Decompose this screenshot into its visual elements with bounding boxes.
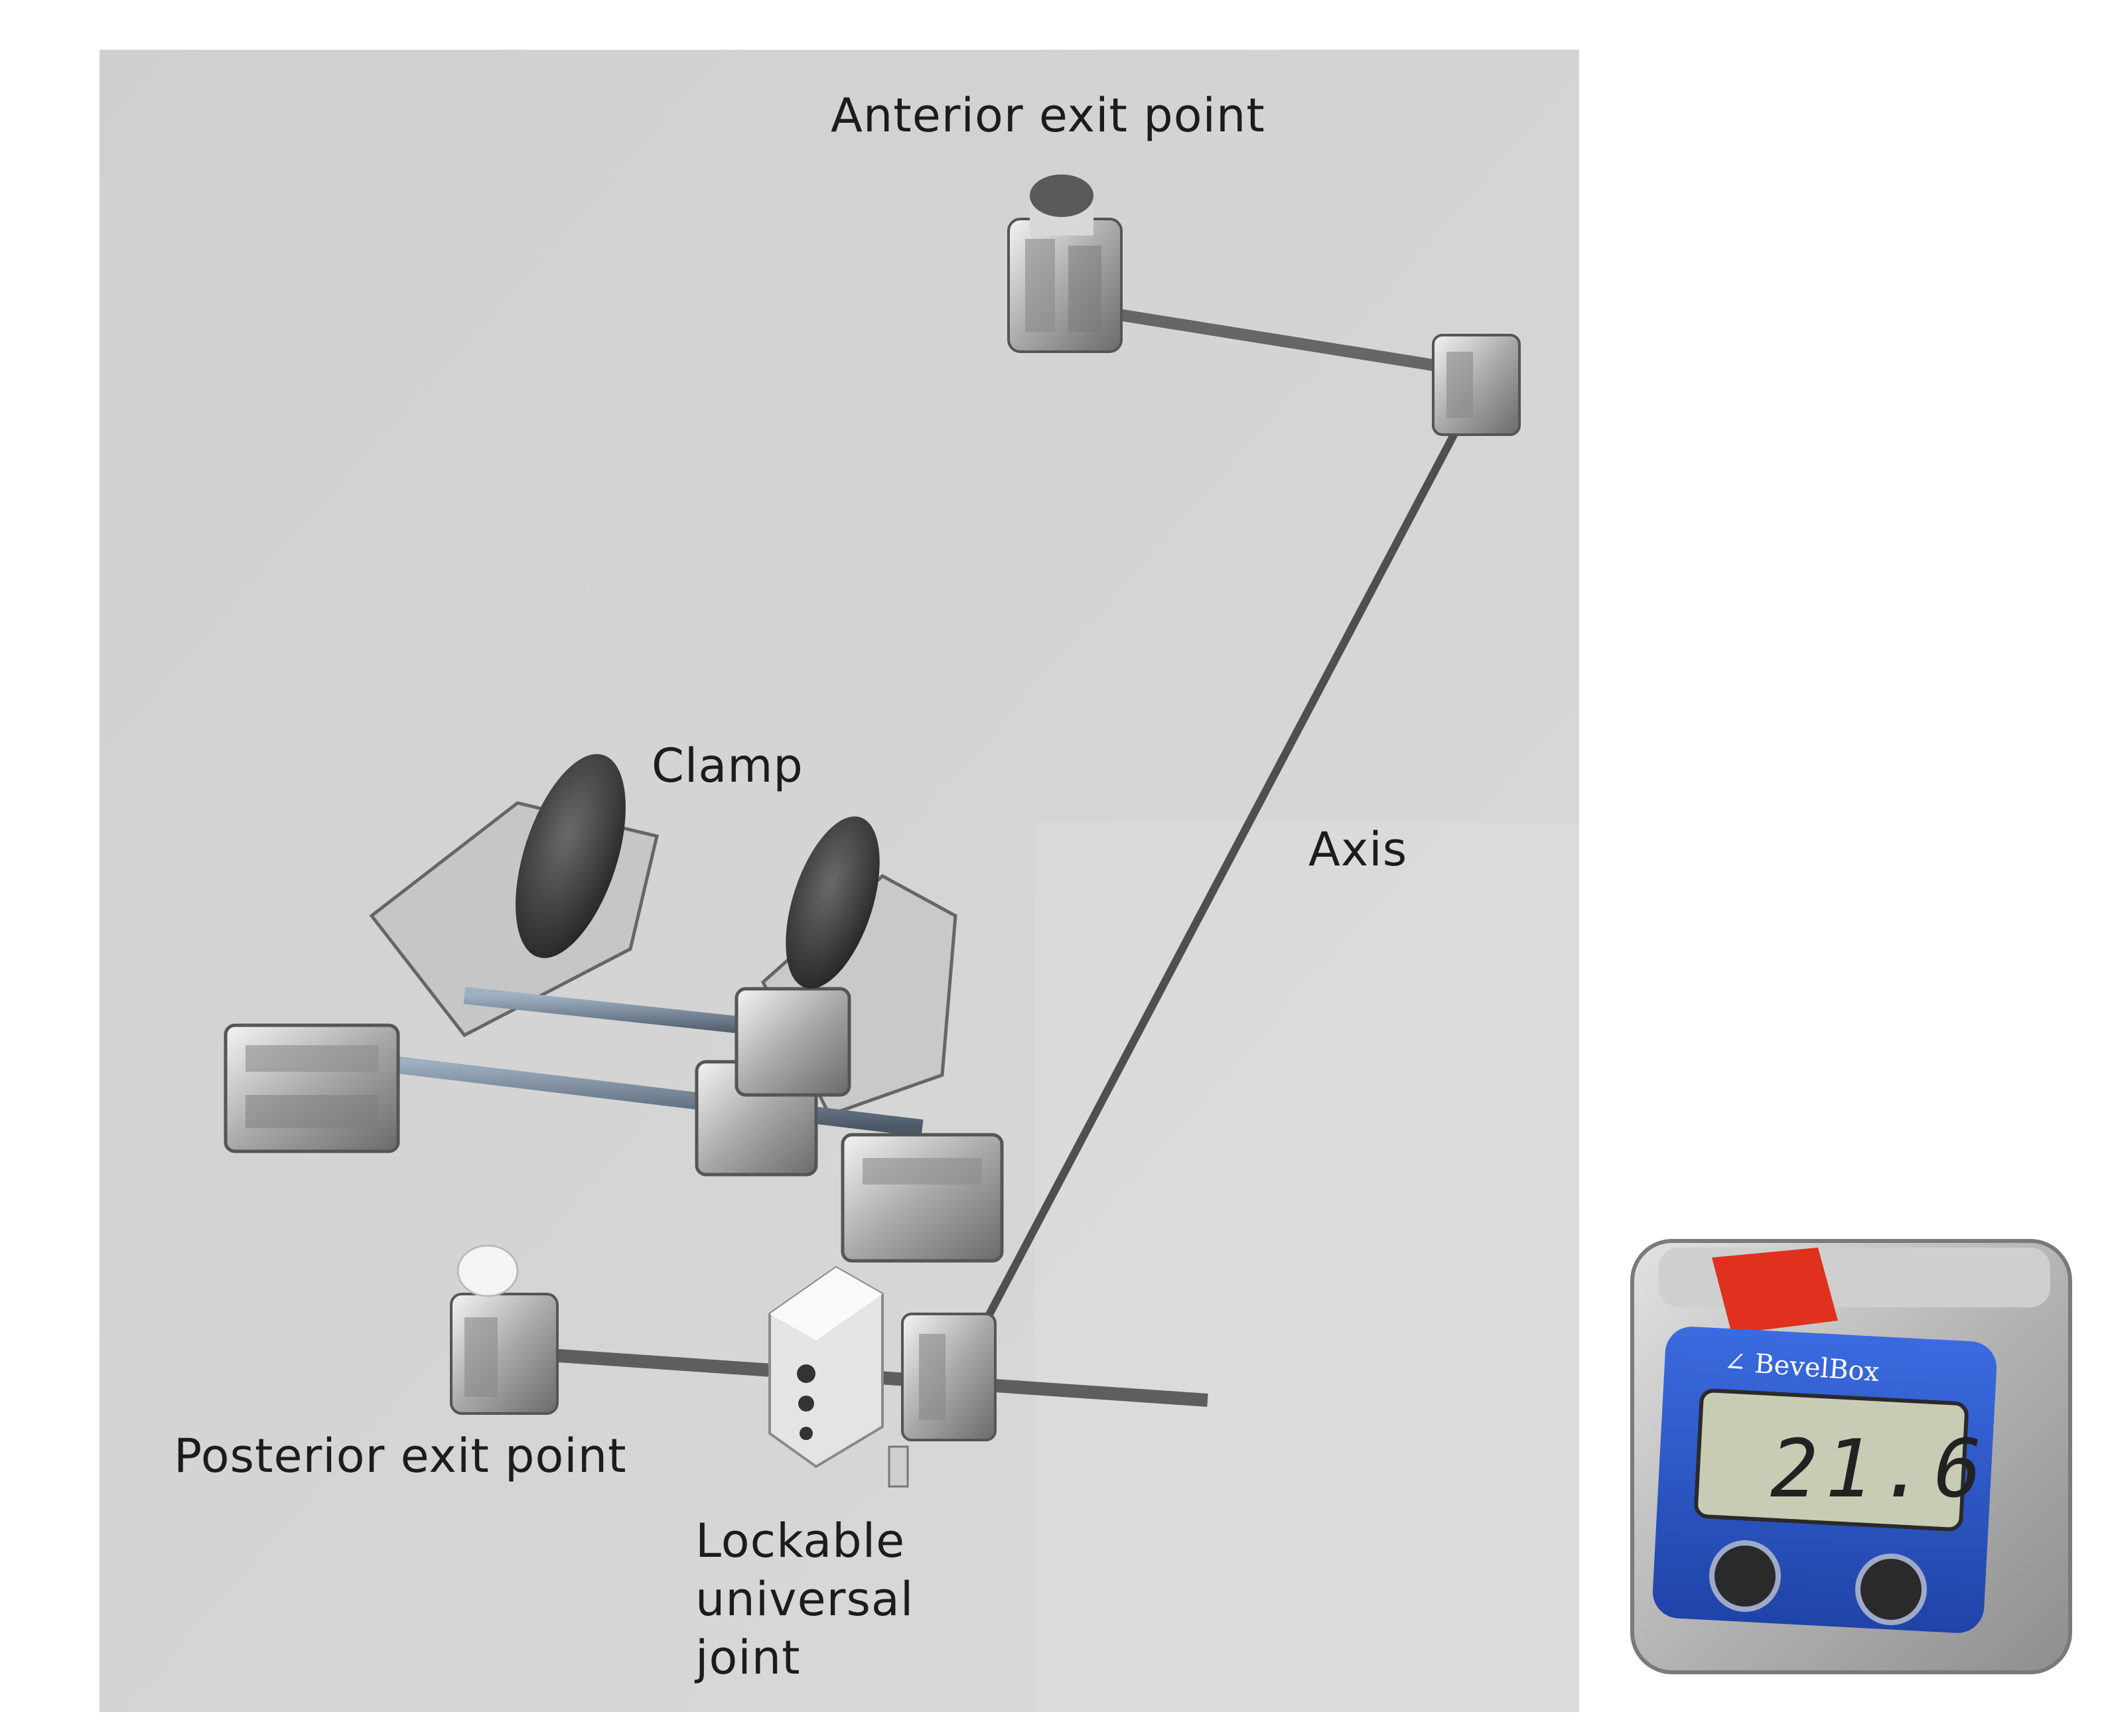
button-left [1709, 1540, 1781, 1612]
clamp-disk-left [516, 754, 626, 958]
label-joint-line-2: universal [695, 1572, 914, 1627]
axis-top-connector [1432, 334, 1521, 436]
posterior-exit-block [450, 1244, 559, 1415]
axis-bottom-connector [888, 1313, 997, 1488]
label-clamp: Clamp [652, 739, 804, 793]
label-joint-line-1: Lockable [695, 1514, 906, 1568]
label-joint-line-3: joint [695, 1630, 801, 1685]
posterior-exit-marker [456, 1244, 519, 1297]
clamp-rod-lower [370, 1053, 924, 1137]
axis-rod [968, 403, 1474, 1349]
label-posterior-exit-point: Posterior exit point [174, 1429, 627, 1483]
anterior-exit-block [1007, 175, 1123, 353]
clamp-assembly [224, 754, 1004, 1263]
lcd-screen [1694, 1388, 1969, 1532]
label-lockable-universal-joint: Lockable universal joint [695, 1512, 914, 1687]
anterior-rod [1100, 306, 1454, 374]
digital-inclinometer [1630, 1239, 2072, 1674]
button-right [1855, 1554, 1927, 1625]
clamp-disk-right [786, 816, 880, 989]
table-surface-shade [1035, 823, 1579, 1712]
label-anterior-exit-point: Anterior exit point [831, 88, 1265, 143]
label-axis: Axis [1308, 822, 1408, 877]
red-label [1712, 1248, 1838, 1334]
inclinometer-reading: 21.6 [1770, 1423, 1989, 1516]
lockable-universal-joint [768, 1266, 884, 1469]
